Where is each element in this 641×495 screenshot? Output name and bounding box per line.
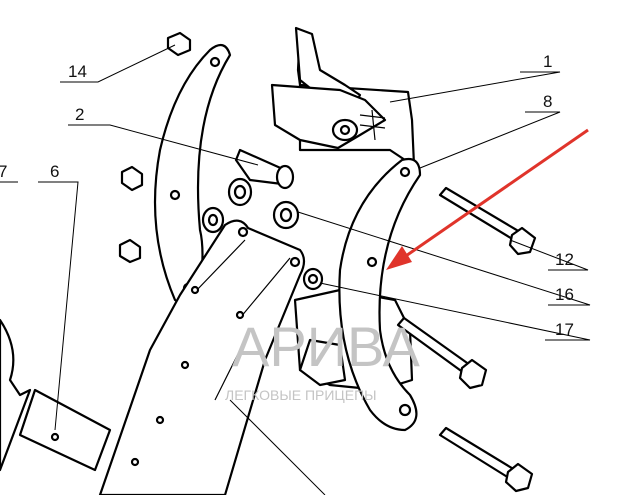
drawbar xyxy=(98,219,306,495)
washers xyxy=(201,177,324,291)
red-arrow-indicator xyxy=(386,128,589,270)
label-2: 2 xyxy=(75,105,84,124)
label-7: 7 xyxy=(0,162,7,181)
label-6: 6 xyxy=(50,162,59,181)
plate-6 xyxy=(0,318,112,472)
label-17: 17 xyxy=(555,320,574,339)
right-curved-plate xyxy=(338,157,422,432)
bushing xyxy=(234,148,295,190)
bracket-plate xyxy=(270,26,416,167)
watermark-brand: АРИВА xyxy=(232,315,420,378)
label-8: 8 xyxy=(543,92,552,111)
watermark: АРИВА ЛЕГКОВЫЕ ПРИЦЕПЫ xyxy=(225,315,420,403)
label-14: 14 xyxy=(68,62,87,81)
label-12: 12 xyxy=(555,250,574,269)
leader-lines xyxy=(0,44,591,495)
label-16: 16 xyxy=(555,285,574,304)
watermark-tagline: ЛЕГКОВЫЕ ПРИЦЕПЫ xyxy=(225,387,377,403)
label-1: 1 xyxy=(543,52,552,71)
bolts xyxy=(396,186,537,493)
nuts xyxy=(118,31,192,264)
